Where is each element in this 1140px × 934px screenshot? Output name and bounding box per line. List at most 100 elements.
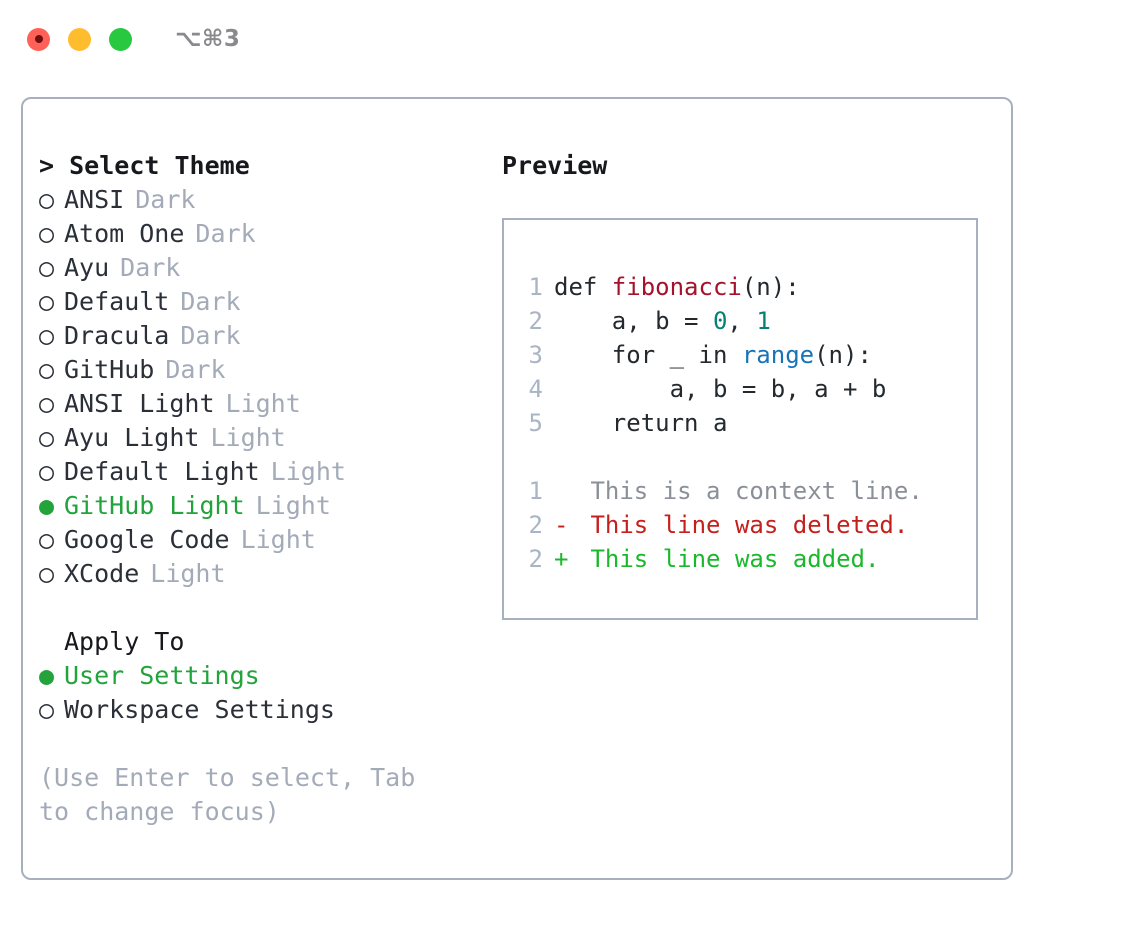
title-bar: ⌥⌘3	[0, 0, 1140, 78]
theme-category-tag: Dark	[120, 253, 181, 282]
theme-list-item[interactable]: ○ Google Code Light	[39, 523, 479, 557]
radio-unselected-icon: ○	[39, 287, 55, 316]
code-line-number: 4	[528, 375, 543, 403]
apply-to-option-label: User Settings	[64, 661, 260, 690]
keyboard-shortcut-label: ⌥⌘3	[175, 26, 241, 52]
theme-list-item[interactable]: ○ Ayu Light Light	[39, 421, 479, 455]
radio-unselected-icon: ○	[39, 355, 55, 384]
select-theme-heading: > Select Theme	[39, 149, 479, 183]
code-line-number: 2	[528, 307, 543, 335]
code-line-number: 3	[528, 341, 543, 369]
code-token-plain: def	[554, 273, 612, 301]
radio-unselected-icon: ○	[39, 457, 55, 486]
theme-list-item[interactable]: ○ Default Dark	[39, 285, 479, 319]
preview-heading: Preview	[502, 151, 608, 180]
diff-line-number: 2	[528, 511, 543, 539]
code-token-plain: a, b =	[554, 307, 713, 335]
close-button-icon[interactable]	[27, 27, 50, 51]
theme-name: XCode	[64, 559, 140, 588]
apply-to-option-label: Workspace Settings	[64, 695, 335, 724]
theme-list-item[interactable]: ○ Default Light Light	[39, 455, 479, 489]
diff-line-number: 2	[528, 545, 543, 573]
theme-category-tag: Dark	[180, 287, 241, 316]
theme-category-tag: Light	[225, 389, 301, 418]
theme-list-item[interactable]: ○ Atom One Dark	[39, 217, 479, 251]
code-token-plain: ,	[727, 307, 757, 335]
code-line-text: def fibonacci(n):	[554, 270, 800, 304]
radio-unselected-icon: ○	[39, 695, 55, 724]
diff-sign-icon: +	[554, 545, 569, 573]
diff-line-added: 2 + This line was added.	[521, 542, 976, 576]
diff-sign-icon	[554, 474, 576, 508]
apply-to-options[interactable]: ● User Settings ○ Workspace Settings	[39, 659, 479, 727]
radio-unselected-icon: ○	[39, 219, 55, 248]
radio-unselected-icon: ○	[39, 525, 55, 554]
diff-sample: 1 This is a context line. 2- This line wa…	[521, 474, 976, 576]
minimize-button-icon[interactable]	[68, 27, 91, 51]
code-line: 2 a, b = 0, 1	[521, 304, 976, 338]
theme-name: Atom One	[64, 219, 185, 248]
maximize-button-icon[interactable]	[109, 27, 132, 51]
radio-unselected-icon: ○	[39, 389, 55, 418]
theme-name: Default	[64, 287, 170, 316]
code-token-plain: return a	[554, 409, 728, 437]
diff-line-number: 1	[528, 477, 543, 505]
radio-selected-icon: ●	[39, 491, 55, 520]
theme-category-tag: Light	[240, 525, 316, 554]
theme-category-tag: Light	[255, 491, 331, 520]
code-token-plain: (n):	[814, 341, 872, 369]
apply-to-option[interactable]: ○ Workspace Settings	[39, 693, 479, 727]
theme-name: Default Light	[64, 457, 260, 486]
diff-line-text: This line was deleted.	[576, 511, 909, 539]
theme-category-tag: Light	[210, 423, 286, 452]
theme-category-tag: Light	[270, 457, 346, 486]
diff-line-removed: 2- This line was deleted.	[521, 508, 976, 542]
code-line: 3 for _ in range(n):	[521, 338, 976, 372]
traffic-lights	[27, 27, 132, 51]
code-diff-spacer	[521, 440, 976, 474]
diff-line-text: This is a context line.	[576, 477, 923, 505]
select-theme-heading-label: Select Theme	[69, 151, 250, 180]
code-line-number: 1	[528, 273, 543, 301]
theme-category-tag: Dark	[135, 185, 196, 214]
radio-unselected-icon: ○	[39, 423, 55, 452]
theme-category-tag: Dark	[180, 321, 241, 350]
theme-name: Google Code	[64, 525, 230, 554]
theme-name: Ayu	[64, 253, 110, 282]
code-line-text: for _ in range(n):	[554, 338, 872, 372]
radio-selected-icon: ●	[39, 661, 55, 690]
theme-name: Ayu Light	[64, 423, 200, 452]
code-line-text: a, b = b, a + b	[554, 372, 887, 406]
apply-to-section: Apply To ● User Settings ○ Workspace Settin…	[39, 625, 479, 727]
focus-marker-icon: >	[39, 151, 55, 180]
apply-to-option[interactable]: ● User Settings	[39, 659, 479, 693]
theme-list-item[interactable]: ● GitHub Light Light	[39, 489, 479, 523]
code-line-number: 5	[528, 409, 543, 437]
code-token-plain: a, b = b, a + b	[554, 375, 887, 403]
theme-name: ANSI Light	[64, 389, 215, 418]
code-line: 5 return a	[521, 406, 976, 440]
radio-unselected-icon: ○	[39, 321, 55, 350]
theme-name: GitHub	[64, 355, 155, 384]
diff-line-text: This line was added.	[576, 545, 880, 573]
code-line: 1 def fibonacci(n):	[521, 270, 976, 304]
apply-to-heading: Apply To	[64, 627, 185, 656]
theme-category-tag: Light	[150, 559, 226, 588]
theme-category-tag: Dark	[195, 219, 256, 248]
theme-list-item[interactable]: ○ ANSI Light Light	[39, 387, 479, 421]
radio-unselected-icon: ○	[39, 185, 55, 214]
theme-name: GitHub Light	[64, 491, 245, 520]
code-line-text: return a	[554, 406, 728, 440]
keyboard-hint-text: (Use Enter to select, Tab to change focu…	[39, 763, 416, 826]
